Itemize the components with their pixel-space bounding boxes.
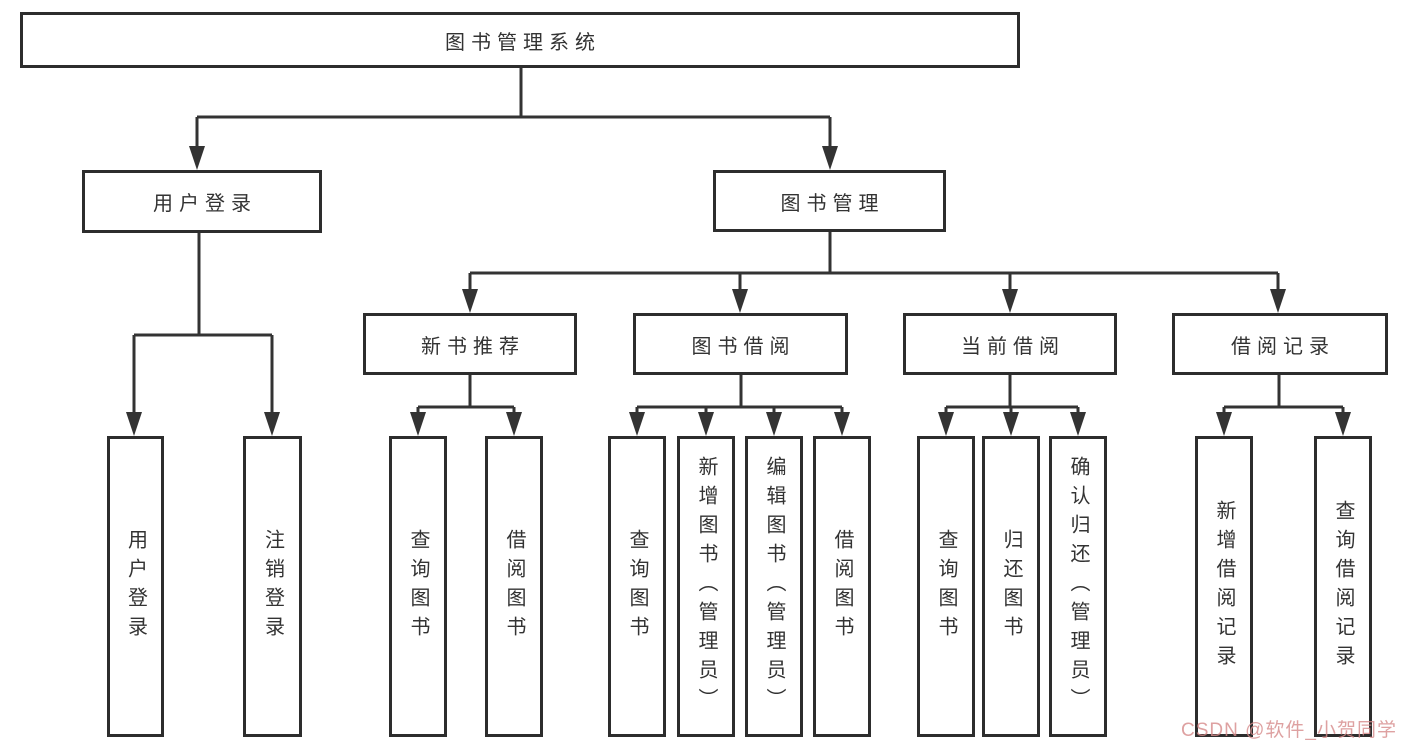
leaf-edit-books-admin: 编辑图书（管理员） bbox=[745, 436, 803, 737]
leaf-logout: 注销登录 bbox=[243, 436, 302, 737]
connector-borrowing-records-to-leaves bbox=[1222, 374, 1345, 414]
leaf-borrow-books-recommend: 借阅图书 bbox=[485, 436, 543, 737]
node-root-label: 图书管理系统 bbox=[445, 31, 601, 54]
node-borrowing-records: 借阅记录 bbox=[1172, 313, 1388, 375]
leaf-query-borrow-record: 查询借阅记录 bbox=[1314, 436, 1372, 737]
node-user-login-branch: 用户登录 bbox=[82, 170, 322, 233]
leaf-return-books: 归还图书 bbox=[982, 436, 1040, 737]
arrowheads-borrowing-records-to-leaves bbox=[1216, 412, 1351, 436]
leaf-add-books-admin-label: 新增图书（管理员） bbox=[695, 456, 717, 717]
connector-current-borrowing-to-leaves bbox=[944, 374, 1080, 414]
leaf-confirm-return-admin-label: 确认归还（管理员） bbox=[1067, 456, 1089, 717]
leaf-borrow-books-borrowing: 借阅图书 bbox=[813, 436, 871, 737]
arrowheads-root-to-branches bbox=[189, 146, 838, 170]
node-root: 图书管理系统 bbox=[20, 12, 1020, 68]
connector-new-book-to-leaves bbox=[416, 374, 516, 414]
node-book-borrowing-label: 图书借阅 bbox=[691, 335, 796, 358]
arrowheads-book-borrowing-to-leaves bbox=[629, 412, 850, 436]
leaf-edit-books-admin-label: 编辑图书（管理员） bbox=[763, 456, 785, 717]
node-current-borrowing-label: 当前借阅 bbox=[961, 335, 1065, 358]
leaf-user-login-label: 用户登录 bbox=[124, 528, 147, 645]
leaf-query-books-current: 查询图书 bbox=[917, 436, 975, 737]
leaf-query-books-borrowing-label: 查询图书 bbox=[626, 528, 648, 645]
connector-root-to-branches bbox=[195, 68, 832, 148]
leaf-user-login: 用户登录 bbox=[107, 436, 164, 737]
connector-user-login-to-leaves bbox=[132, 233, 274, 414]
arrowheads-book-management-to-modules bbox=[462, 289, 1286, 313]
node-current-borrowing: 当前借阅 bbox=[903, 313, 1117, 375]
leaf-borrow-books-recommend-label: 借阅图书 bbox=[503, 528, 525, 645]
leaf-return-books-label: 归还图书 bbox=[1000, 528, 1022, 645]
leaf-query-books-recommend: 查询图书 bbox=[389, 436, 447, 737]
arrowheads-new-book-to-leaves bbox=[410, 412, 522, 436]
leaf-query-books-current-label: 查询图书 bbox=[935, 528, 957, 645]
connector-book-borrowing-to-leaves bbox=[635, 374, 844, 414]
connector-book-management-to-modules bbox=[468, 232, 1280, 291]
node-user-login-branch-label: 用户登录 bbox=[153, 193, 257, 215]
leaf-add-borrow-record: 新增借阅记录 bbox=[1195, 436, 1253, 737]
leaf-logout-label: 注销登录 bbox=[261, 528, 284, 645]
arrowheads-user-login-to-leaves bbox=[126, 412, 280, 436]
node-new-book-recommend: 新书推荐 bbox=[363, 313, 577, 375]
leaf-add-borrow-record-label: 新增借阅记录 bbox=[1213, 499, 1235, 674]
node-borrowing-records-label: 借阅记录 bbox=[1231, 335, 1335, 358]
node-book-management-branch-label: 图书管理 bbox=[780, 192, 885, 215]
node-new-book-recommend-label: 新书推荐 bbox=[421, 335, 525, 358]
leaf-add-books-admin: 新增图书（管理员） bbox=[677, 436, 735, 737]
arrowheads-current-borrowing-to-leaves bbox=[938, 412, 1086, 436]
node-book-borrowing: 图书借阅 bbox=[633, 313, 848, 375]
leaf-query-books-borrowing: 查询图书 bbox=[608, 436, 666, 737]
leaf-confirm-return-admin: 确认归还（管理员） bbox=[1049, 436, 1107, 737]
leaf-query-books-recommend-label: 查询图书 bbox=[407, 528, 429, 645]
node-book-management-branch: 图书管理 bbox=[713, 170, 946, 232]
leaf-borrow-books-borrowing-label: 借阅图书 bbox=[831, 528, 853, 645]
leaf-query-borrow-record-label: 查询借阅记录 bbox=[1332, 499, 1354, 674]
